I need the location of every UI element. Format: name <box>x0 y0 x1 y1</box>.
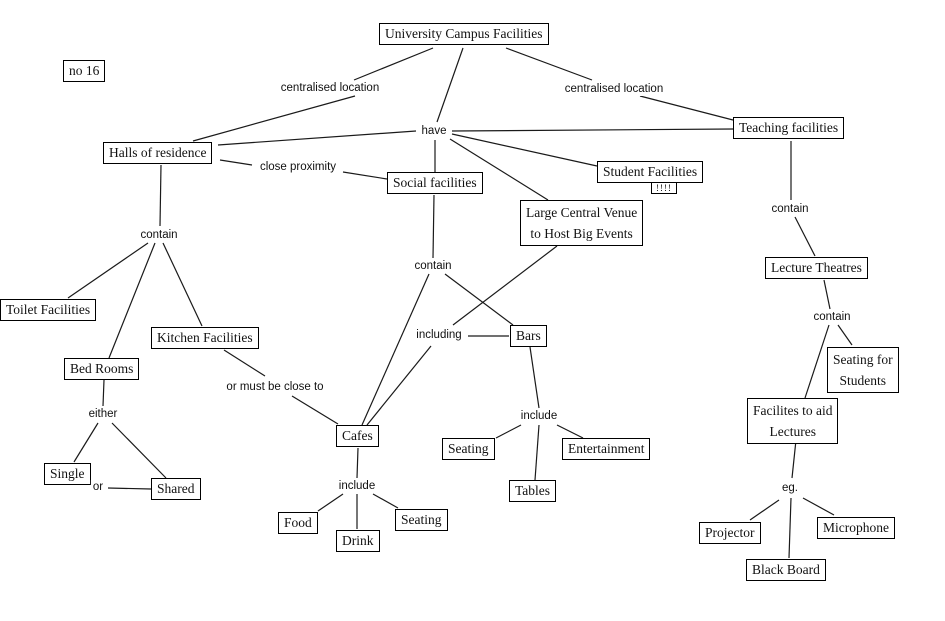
concept-toilet-facilities[interactable]: Toilet Facilities <box>0 299 97 321</box>
concept-shared[interactable]: Shared <box>151 478 201 500</box>
concept-student-facilities[interactable]: Student Facilities <box>597 161 704 183</box>
concept-line: Seating for <box>833 352 893 367</box>
connector <box>372 493 399 509</box>
link-label-close-proximity: close proximity <box>257 160 339 174</box>
concept-root[interactable]: University Campus Facilities <box>379 23 549 45</box>
concept-student-facilities-note[interactable]: !!!! <box>651 182 677 194</box>
connector <box>451 128 734 132</box>
connector <box>291 395 339 425</box>
concept-social-facilities[interactable]: Social facilities <box>387 172 483 194</box>
connector <box>823 279 831 310</box>
connector <box>749 499 780 521</box>
concept-halls-of-residence[interactable]: Halls of residence <box>103 142 213 164</box>
connector <box>162 242 203 327</box>
concept-no16[interactable]: no 16 <box>63 60 106 82</box>
connector <box>223 349 266 377</box>
concept-microphone[interactable]: Microphone <box>817 517 895 539</box>
link-label-must-be-close: or must be close to <box>224 380 326 394</box>
connector <box>495 424 522 439</box>
link-label-or: or <box>90 480 106 494</box>
concept-line: to Host Big Events <box>530 226 633 241</box>
connector <box>192 95 356 142</box>
connector <box>529 346 540 409</box>
connector <box>449 138 549 201</box>
concept-teaching-facilities[interactable]: Teaching facilities <box>733 117 845 139</box>
connector <box>451 133 598 167</box>
connector <box>219 159 253 166</box>
connector <box>102 379 105 407</box>
concept-black-board[interactable]: Black Board <box>746 559 826 581</box>
concept-large-central-venue[interactable]: Large Central Venue to Host Big Events <box>520 200 644 246</box>
connector <box>794 216 816 257</box>
link-label-have: have <box>419 124 449 138</box>
concept-cafe-seating[interactable]: Seating <box>395 509 448 531</box>
concept-entertainment[interactable]: Entertainment <box>562 438 651 460</box>
concept-single[interactable]: Single <box>44 463 91 485</box>
concept-projector[interactable]: Projector <box>699 522 761 544</box>
connector <box>356 447 359 479</box>
connector <box>361 273 430 426</box>
connector <box>342 171 388 180</box>
link-label-including: including <box>414 328 464 342</box>
connector <box>452 245 558 326</box>
concept-food[interactable]: Food <box>278 512 318 534</box>
concept-bar-seating[interactable]: Seating <box>442 438 495 460</box>
concept-lecture-theatres[interactable]: Lecture Theatres <box>765 257 868 279</box>
link-label-social-contain: contain <box>412 259 454 273</box>
concept-drink[interactable]: Drink <box>336 530 380 552</box>
connector <box>73 422 99 463</box>
link-label-bar-include: include <box>518 409 560 423</box>
connector <box>505 47 593 81</box>
concept-bed-rooms[interactable]: Bed Rooms <box>64 358 140 380</box>
link-label-eg: eg. <box>780 481 800 495</box>
connector <box>534 424 540 481</box>
connector <box>556 424 584 439</box>
connector <box>791 439 797 479</box>
concept-line: Students <box>839 373 887 388</box>
connector <box>802 497 835 516</box>
connector <box>217 130 417 146</box>
connector <box>788 497 792 559</box>
connector <box>804 324 830 399</box>
connector <box>108 242 156 359</box>
concept-line: Lectures <box>769 424 816 439</box>
connector <box>432 194 435 259</box>
link-label-theatre-contain: contain <box>811 310 853 324</box>
concept-line: Facilites to aid <box>753 403 833 418</box>
concept-kitchen-facilities[interactable]: Kitchen Facilities <box>151 327 259 349</box>
link-label-centralised-right: centralised location <box>562 82 666 96</box>
connector <box>67 242 149 299</box>
concept-seating-for-students[interactable]: Seating for Students <box>827 347 899 393</box>
connector <box>366 345 432 426</box>
connector <box>111 422 167 479</box>
connector <box>107 487 152 490</box>
link-label-cafe-include: include <box>336 479 378 493</box>
link-label-halls-contain: contain <box>138 228 180 242</box>
connector <box>317 493 344 512</box>
link-label-centralised-left: centralised location <box>278 81 382 95</box>
concept-bars[interactable]: Bars <box>510 325 547 347</box>
connector <box>444 273 514 326</box>
concept-line: Large Central Venue <box>526 205 638 220</box>
connector <box>353 47 434 81</box>
link-label-either: either <box>86 407 120 421</box>
concept-facilities-to-aid-lectures[interactable]: Facilites to aid Lectures <box>747 398 839 444</box>
connector <box>639 95 734 121</box>
concept-tables[interactable]: Tables <box>509 480 557 502</box>
connector <box>436 47 464 123</box>
connector <box>837 324 853 346</box>
concept-cafes[interactable]: Cafes <box>336 425 379 447</box>
link-label-teaching-contain: contain <box>769 202 811 216</box>
connector <box>159 164 162 227</box>
